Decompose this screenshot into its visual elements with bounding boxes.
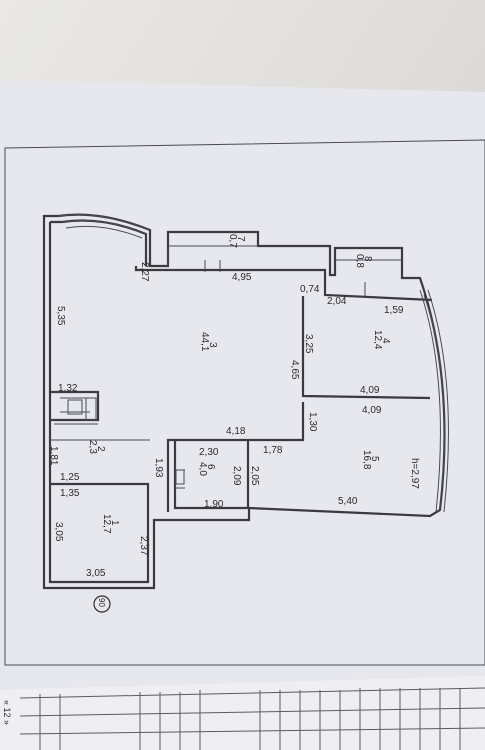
room-7: 7 0,7 <box>227 234 246 248</box>
dim-label: 2,27 <box>139 262 150 282</box>
lower-form-grid <box>19 687 485 750</box>
room-7-area: 0,7 <box>227 234 238 248</box>
dim-label: 2,30 <box>199 447 219 458</box>
room-2-number: 2 <box>95 446 106 452</box>
partitions <box>50 296 431 512</box>
dim-label: 3,05 <box>86 568 106 579</box>
room-5-area: 16,8 <box>361 450 372 470</box>
dim-label: 1,35 <box>60 488 80 499</box>
room-5: 5 16,8 <box>361 450 380 470</box>
washbasin <box>67 399 83 415</box>
room-6-area: 4,0 <box>197 462 208 476</box>
dim-label: 1,90 <box>204 499 224 510</box>
room-2: 2 2,3 <box>87 440 106 454</box>
dim-label: 2,04 <box>327 296 347 307</box>
bay-window-right <box>419 289 449 513</box>
dim-label: 1,93 <box>153 458 164 478</box>
dim-label: 1,25 <box>60 472 80 483</box>
dim-label: 2,37 <box>138 536 149 556</box>
room-5-number: 5 <box>369 456 380 462</box>
dim-label: 5,35 <box>55 306 66 326</box>
room-1: 1 12,7 <box>101 514 120 534</box>
dim-label: 1,30 <box>307 412 318 432</box>
room-6-number: 6 <box>205 464 216 470</box>
marker-circle <box>93 595 111 613</box>
lower-form <box>0 676 485 750</box>
ceiling-height-label: h=2,97 <box>409 458 420 489</box>
dim-label: 4,18 <box>226 426 246 437</box>
room-4: 4 12,4 <box>372 330 391 350</box>
room-8-area: 0,8 <box>354 254 365 268</box>
bay-window-top <box>57 214 151 239</box>
dim-label: 1,81 <box>48 446 59 466</box>
dim-label: 3,25 <box>303 334 314 354</box>
room-4-area: 12,4 <box>372 330 383 350</box>
room-1-area: 12,7 <box>101 514 112 534</box>
wc <box>175 469 185 485</box>
room-3-number: 3 <box>207 342 218 348</box>
paper-sheet <box>0 80 485 700</box>
dim-label: 4,65 <box>289 360 300 380</box>
room-1-number: 1 <box>109 520 120 526</box>
shower-tray <box>85 397 97 421</box>
dim-label: 1,32 <box>58 383 78 394</box>
room-8-number: 8 <box>362 256 373 262</box>
room-2-area: 2,3 <box>87 440 98 454</box>
room-3-area: 44,1 <box>199 332 210 352</box>
dim-label: 4,09 <box>360 385 380 396</box>
room-6: 6 4,0 <box>197 462 216 476</box>
dim-label: 1,59 <box>384 305 404 316</box>
dim-label: 4,09 <box>362 405 382 416</box>
room-8: 8 0,8 <box>354 254 373 268</box>
dim-label: 2,09 <box>231 466 242 486</box>
room-4-number: 4 <box>380 338 391 344</box>
dim-label: 5,40 <box>338 496 358 507</box>
drawing-frame <box>4 139 485 666</box>
dim-label: 3,05 <box>53 522 64 542</box>
dim-label: 1,78 <box>263 445 283 456</box>
room-7-number: 7 <box>235 236 246 242</box>
dim-label: 2,05 <box>249 466 260 486</box>
page-corner-number: « 12 » <box>2 700 12 725</box>
partitions-thin <box>50 245 402 489</box>
dim-label: 4,95 <box>232 272 252 283</box>
room-3: 3 44,1 <box>199 332 218 352</box>
marker-label: 90 <box>97 598 106 607</box>
dim-label: 0,74 <box>300 284 320 295</box>
